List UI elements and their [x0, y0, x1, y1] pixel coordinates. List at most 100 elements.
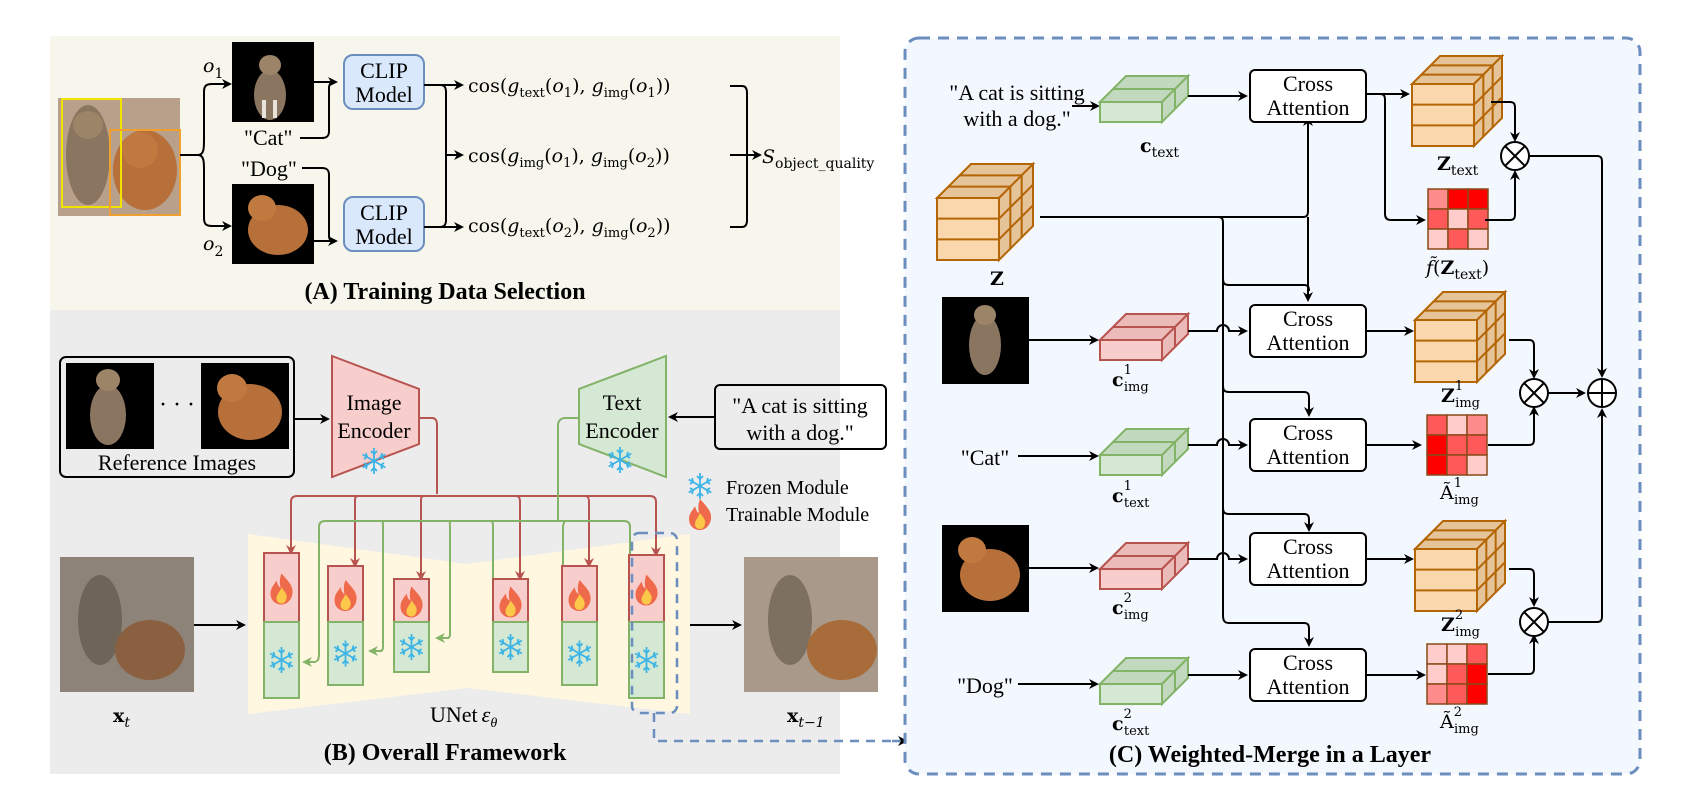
- latent-z-cube: [934, 161, 1036, 263]
- unet-block: [628, 554, 665, 699]
- heatmap-cell: [1426, 643, 1448, 665]
- xt-minus-1-label: xt−1: [787, 705, 825, 731]
- svg-text:Encoder: Encoder: [337, 418, 411, 443]
- clip-model-box-1: CLIP Model: [343, 54, 425, 110]
- svg-text:Cross: Cross: [1283, 306, 1333, 331]
- unet-block: [393, 578, 430, 673]
- svg-text:Attention: Attention: [1266, 444, 1349, 469]
- heatmap-cell: [1426, 414, 1448, 436]
- panel-c-word-dog: "Dog": [957, 673, 1013, 698]
- svg-text:Cross: Cross: [1283, 420, 1333, 445]
- legend-frozen-label: Frozen Module: [726, 477, 849, 499]
- prompt-dog: "Dog": [241, 156, 297, 181]
- svg-text:CLIP: CLIP: [360, 58, 408, 83]
- image-feature-arrowheads: [286, 540, 661, 581]
- heatmap-cell: [1466, 414, 1488, 436]
- zoom-connector: [652, 713, 900, 743]
- svg-text:Cross: Cross: [1283, 71, 1333, 96]
- ellipsis: · · ·: [159, 392, 195, 418]
- heatmap-cell: [1467, 188, 1489, 210]
- heatmap-cell: [1447, 228, 1469, 250]
- arrow-to-o1: [180, 84, 230, 156]
- heatmap-cell: [1466, 454, 1488, 476]
- z-img1-cube: [1412, 289, 1508, 385]
- c-img2-slab: [1097, 540, 1191, 592]
- frozen-module: [492, 621, 529, 673]
- heatmap-cell: [1466, 643, 1488, 665]
- unet-block: [263, 552, 300, 699]
- panel-c-cat-image: [942, 297, 1029, 384]
- cropped-cat-image: [232, 42, 314, 122]
- input-photo-cat-dog: [58, 98, 181, 216]
- reference-images-label: Reference Images: [98, 450, 256, 475]
- svg-text:Attention: Attention: [1266, 558, 1349, 583]
- object-quality-score: Sobject_quality: [762, 146, 874, 172]
- heatmap-cell: [1426, 454, 1448, 476]
- image-feature-routing: [290, 417, 657, 579]
- unet-blocks: [263, 552, 665, 699]
- prompt-cat: "Cat": [244, 125, 293, 150]
- heatmap-A-img1: [1426, 414, 1488, 476]
- multiply-operator-2: [1519, 378, 1549, 408]
- heatmap-cell: [1446, 643, 1468, 665]
- legend-trainable-label: Trainable Module: [726, 504, 869, 526]
- svg-text:Text: Text: [603, 390, 642, 415]
- arrow-cat-prompt-to-clip: [300, 81, 335, 139]
- panel-b-background: [50, 310, 840, 774]
- cropped-dog-image: [232, 184, 314, 264]
- panel-a-title: (A) Training Data Selection: [304, 279, 585, 305]
- svg-text:Model: Model: [355, 82, 412, 107]
- z-img2-cube: [1412, 518, 1508, 614]
- heatmap-cell: [1427, 188, 1449, 210]
- svg-text:Cross: Cross: [1283, 534, 1333, 559]
- denoised-output-image: [744, 557, 878, 692]
- sum-brace: [730, 85, 748, 228]
- z-text-label: Ztext: [1437, 153, 1479, 179]
- feature-cubes: [1409, 53, 1508, 614]
- panel-a: o1 o2 "Cat" "Dog" CLIP Model: [50, 36, 874, 310]
- clip-model-box-2: CLIP Model: [343, 196, 425, 252]
- c-text1-slab: [1097, 426, 1191, 478]
- arrow-dog-prompt-to-clip: [302, 167, 335, 242]
- multiply-operator-3: [1519, 607, 1549, 637]
- heatmap-cell: [1446, 434, 1468, 456]
- panel-b: · · · Reference Images Image Encoder Tex…: [50, 310, 908, 774]
- svg-text:Attention: Attention: [1266, 330, 1349, 355]
- svg-text:Cross: Cross: [1283, 650, 1333, 675]
- noisy-input-image: [60, 557, 194, 692]
- o1-label: o1: [203, 55, 223, 82]
- heatmap-cell: [1426, 683, 1448, 705]
- svg-text:"A cat is sitting: "A cat is sitting: [732, 393, 867, 418]
- heatmap-cell: [1446, 454, 1468, 476]
- svg-text:CLIP: CLIP: [360, 200, 408, 225]
- heatmap-cell: [1447, 188, 1469, 210]
- heatmap-cell: [1447, 208, 1469, 230]
- c-img1-slab: [1097, 311, 1191, 363]
- cross-attention-boxes: CrossAttentionCrossAttentionCrossAttenti…: [1249, 69, 1367, 702]
- unet-block: [327, 565, 364, 686]
- attention-heatmaps: [1426, 188, 1489, 705]
- heatmap-cell: [1426, 434, 1448, 456]
- svg-text:Image: Image: [347, 390, 402, 415]
- svg-text:with a dog.": with a dog.": [746, 420, 853, 445]
- dog-bounding-box: [109, 129, 181, 216]
- z-cube: [934, 161, 1036, 263]
- panel-b-title: (B) Overall Framework: [324, 740, 567, 766]
- merge-arrows: [1485, 101, 1607, 675]
- heatmap-cell: [1466, 663, 1488, 685]
- heatmap-cell: [1427, 228, 1449, 250]
- heatmap-cell: [1446, 683, 1468, 705]
- xt-label: xt: [113, 705, 130, 731]
- c-text-label: ctext: [1140, 135, 1179, 161]
